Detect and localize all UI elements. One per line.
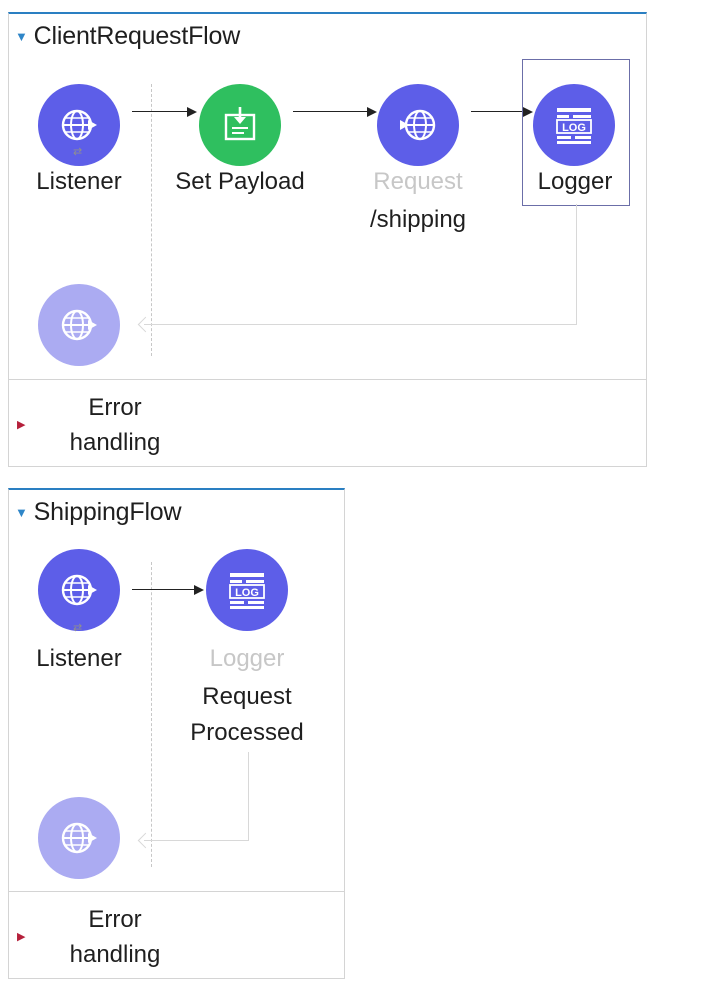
error-handling-line1: Error [88, 394, 142, 421]
shipping-flow-title: ShippingFlow [33, 498, 182, 526]
logger-name-line2: Processed [190, 719, 304, 746]
collapse-caret-icon[interactable]: ▼ [15, 29, 28, 44]
request-node[interactable] [377, 84, 459, 166]
error-handling-label: Error handling [55, 390, 175, 460]
error-handling-label: Error handling [55, 902, 175, 972]
listener-label: Listener [36, 645, 122, 672]
globe-listener-icon [61, 109, 97, 141]
listener-response-node[interactable] [38, 284, 120, 366]
logger-label: Logger [537, 168, 613, 195]
listener-response-node[interactable] [38, 797, 120, 879]
collapse-caret-icon[interactable]: ▼ [15, 505, 28, 520]
set-payload-icon [224, 107, 256, 141]
set-payload-label: Set Payload [175, 168, 305, 195]
logger-node[interactable]: LOG [206, 549, 288, 631]
logger-node[interactable]: LOG [533, 84, 615, 166]
source-badge-icon: ⇄ [73, 146, 83, 158]
expand-triangle-icon[interactable]: ▶ [17, 419, 26, 431]
error-handling-section[interactable]: ▶ Error handling [9, 902, 344, 978]
listener-label: Listener [36, 168, 122, 195]
connector-arrow [132, 589, 195, 590]
logger-type-label: Logger [209, 645, 285, 672]
svg-text:LOG: LOG [235, 587, 259, 599]
globe-listener-icon [61, 822, 97, 854]
client-request-flow: ▼ ClientRequestFlow ⇄ Listener Set Paylo… [8, 12, 647, 467]
source-badge-icon: ⇄ [73, 622, 83, 634]
logger-name-line1: Request [202, 683, 292, 710]
listener-node[interactable] [38, 84, 120, 166]
shipping-flow-header[interactable]: ▼ ShippingFlow [15, 498, 182, 527]
globe-listener-icon [61, 309, 97, 341]
globe-listener-icon [61, 574, 97, 606]
connector-arrow-head [523, 107, 533, 117]
request-label: Request [373, 168, 463, 195]
connector-arrow-head [187, 107, 197, 117]
set-payload-node[interactable] [199, 84, 281, 166]
svg-text:LOG: LOG [562, 122, 586, 134]
source-separator [151, 562, 152, 867]
connector-arrow-head [367, 107, 377, 117]
connector-arrow [293, 111, 368, 112]
connector-arrow [132, 111, 188, 112]
response-return-line [144, 204, 577, 325]
error-handling-section[interactable]: ▶ Error handling [9, 390, 646, 466]
shipping-flow: ▼ ShippingFlow ⇄ Listener LOG Logger [8, 488, 345, 979]
error-handling-line1: Error [88, 906, 142, 933]
expand-triangle-icon[interactable]: ▶ [17, 931, 26, 943]
log-icon: LOG [556, 108, 592, 144]
connector-arrow [471, 111, 524, 112]
error-handling-line2: handling [69, 941, 161, 968]
globe-request-icon [400, 109, 436, 141]
client-flow-title: ClientRequestFlow [33, 22, 241, 50]
request-path-label: /shipping [369, 206, 467, 233]
error-divider [9, 891, 344, 892]
source-separator [151, 84, 152, 356]
error-divider [9, 379, 646, 380]
listener-node[interactable] [38, 549, 120, 631]
client-flow-header[interactable]: ▼ ClientRequestFlow [15, 22, 240, 51]
log-icon: LOG [229, 573, 265, 609]
error-handling-line2: handling [69, 429, 161, 456]
response-return-line [144, 752, 249, 841]
connector-arrow-head [194, 585, 204, 595]
